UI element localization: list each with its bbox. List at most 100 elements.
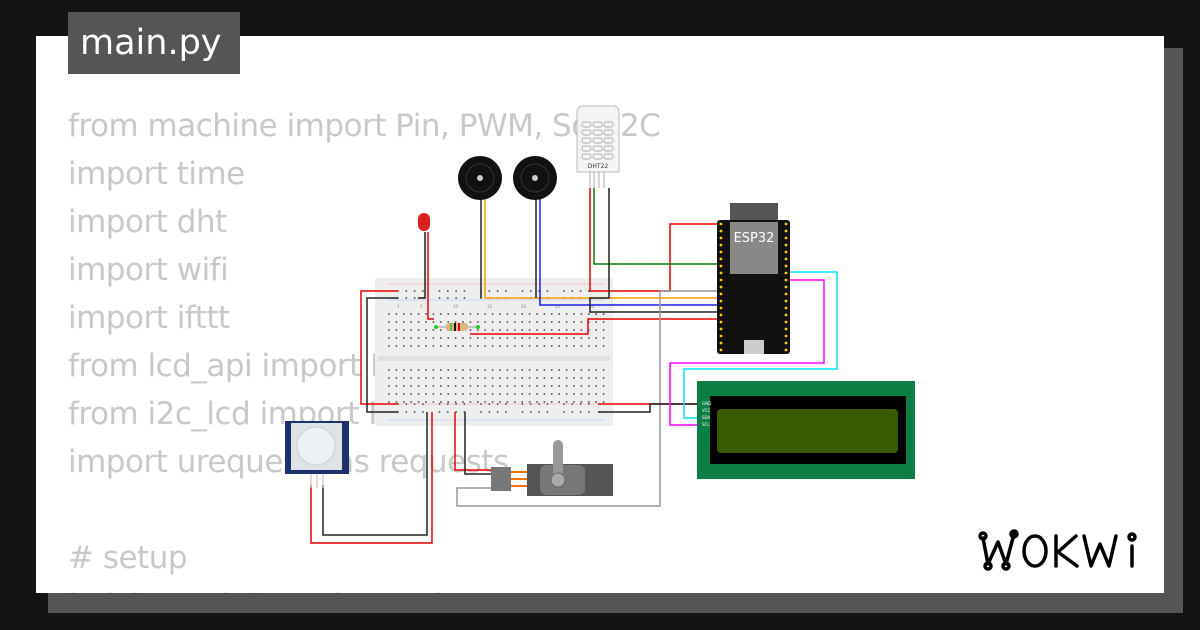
bb-col-label: 10 bbox=[453, 304, 459, 309]
breadboard-hole bbox=[536, 401, 538, 403]
breadboard-hole bbox=[469, 321, 472, 323]
breadboard-hole bbox=[410, 385, 413, 387]
breadboard-hole bbox=[595, 345, 598, 347]
breadboard-hole bbox=[432, 393, 435, 395]
lcd-display[interactable]: GND VCC SDA SCL bbox=[697, 381, 915, 479]
resistor[interactable] bbox=[434, 323, 480, 331]
breadboard-hole bbox=[506, 313, 509, 315]
breadboard-hole bbox=[491, 401, 494, 403]
dht-vent bbox=[603, 153, 614, 160]
breadboard-hole bbox=[558, 321, 561, 323]
breadboard-hole bbox=[484, 401, 487, 403]
esp32-pin bbox=[784, 264, 788, 268]
code-line: import time bbox=[68, 156, 245, 192]
breadboard-hole bbox=[454, 385, 457, 387]
breadboard-hole bbox=[587, 345, 590, 347]
breadboard-hole bbox=[529, 403, 532, 405]
breadboard-hole bbox=[447, 401, 450, 403]
breadboard-hole bbox=[580, 345, 583, 347]
esp32-pin bbox=[784, 229, 788, 233]
breadboard-hole bbox=[454, 369, 457, 371]
breadboard-hole bbox=[580, 377, 583, 379]
led-red[interactable] bbox=[418, 213, 430, 231]
breadboard-hole bbox=[580, 369, 583, 371]
breadboard-hole bbox=[528, 393, 531, 395]
servo-motor[interactable] bbox=[491, 440, 613, 496]
breadboard-hole bbox=[573, 321, 575, 323]
breadboard-hole bbox=[395, 337, 398, 339]
breadboard-hole bbox=[506, 321, 509, 323]
breadboard-hole bbox=[580, 385, 583, 387]
breadboard-hole bbox=[454, 313, 457, 315]
breadboard-hole bbox=[410, 321, 413, 323]
dht-vent bbox=[581, 137, 592, 144]
breadboard-hole bbox=[565, 369, 568, 371]
esp32-pin bbox=[719, 236, 723, 240]
breadboard-hole bbox=[417, 321, 420, 323]
dht-vent bbox=[592, 137, 603, 144]
dht-vent bbox=[603, 129, 614, 136]
breadboard-hole bbox=[565, 385, 568, 387]
breadboard-hole bbox=[484, 393, 487, 395]
breadboard-hole bbox=[476, 393, 479, 395]
breadboard-hole bbox=[595, 369, 598, 371]
breadboard-hole bbox=[543, 385, 546, 387]
breadboard-hole bbox=[580, 329, 583, 331]
breadboard-hole bbox=[528, 369, 531, 371]
breadboard-hole bbox=[402, 329, 405, 331]
breadboard-hole bbox=[543, 393, 546, 395]
breadboard-hole bbox=[571, 403, 574, 405]
breadboard-hole bbox=[513, 393, 516, 395]
breadboard-hole bbox=[422, 403, 424, 405]
breadboard-hole bbox=[439, 377, 442, 379]
dht22-sensor[interactable]: DHT22 bbox=[576, 105, 620, 188]
breadboard-hole bbox=[491, 385, 494, 387]
esp32-pin bbox=[719, 341, 723, 345]
breadboard-hole bbox=[505, 411, 507, 413]
breadboard-hole bbox=[595, 385, 598, 387]
breadboard-hole bbox=[538, 403, 540, 405]
breadboard-hole bbox=[469, 313, 472, 315]
breadboard-hole bbox=[499, 385, 501, 387]
wokwi-logo bbox=[978, 529, 1137, 571]
bb-col-label: 15 bbox=[487, 304, 493, 309]
breadboard-hole bbox=[595, 329, 598, 331]
esp32-board[interactable]: ESP32 bbox=[717, 203, 790, 354]
buzzer-1[interactable] bbox=[458, 156, 502, 200]
code-line: import wifi bbox=[68, 252, 229, 288]
breadboard-hole bbox=[550, 321, 553, 323]
breadboard-hole bbox=[595, 377, 598, 379]
breadboard-hole bbox=[388, 401, 390, 403]
breadboard-hole bbox=[402, 369, 405, 371]
breadboard-hole bbox=[543, 329, 546, 331]
breadboard-hole bbox=[558, 393, 561, 395]
breadboard-hole bbox=[462, 369, 464, 371]
esp32-pin bbox=[719, 243, 723, 247]
breadboard-hole bbox=[491, 313, 494, 315]
breadboard-hole bbox=[521, 403, 524, 405]
breadboard-hole bbox=[587, 385, 590, 387]
breadboard-hole bbox=[446, 297, 449, 299]
breadboard-hole bbox=[405, 297, 408, 299]
pir-motion-sensor[interactable] bbox=[285, 421, 349, 488]
file-tab[interactable]: main.py bbox=[68, 12, 240, 74]
buzzer-2[interactable] bbox=[513, 156, 557, 200]
breadboard-hole bbox=[425, 329, 427, 331]
breadboard-hole bbox=[491, 329, 494, 331]
breadboard-hole bbox=[550, 345, 553, 347]
breadboard-hole bbox=[413, 403, 416, 405]
esp32-pin bbox=[719, 348, 723, 352]
breadboard-hole bbox=[573, 337, 575, 339]
breadboard-hole bbox=[587, 401, 590, 403]
breadboard-hole bbox=[550, 393, 553, 395]
breadboard-hole bbox=[602, 337, 605, 339]
breadboard-hole bbox=[550, 337, 553, 339]
breadboard-hole bbox=[528, 385, 531, 387]
breadboard-hole bbox=[447, 377, 450, 379]
breadboard-hole bbox=[543, 345, 546, 347]
breadboard-hole bbox=[410, 345, 413, 347]
esp32-pin bbox=[784, 278, 788, 282]
breadboard-hole bbox=[513, 345, 516, 347]
breadboard-hole bbox=[499, 393, 501, 395]
